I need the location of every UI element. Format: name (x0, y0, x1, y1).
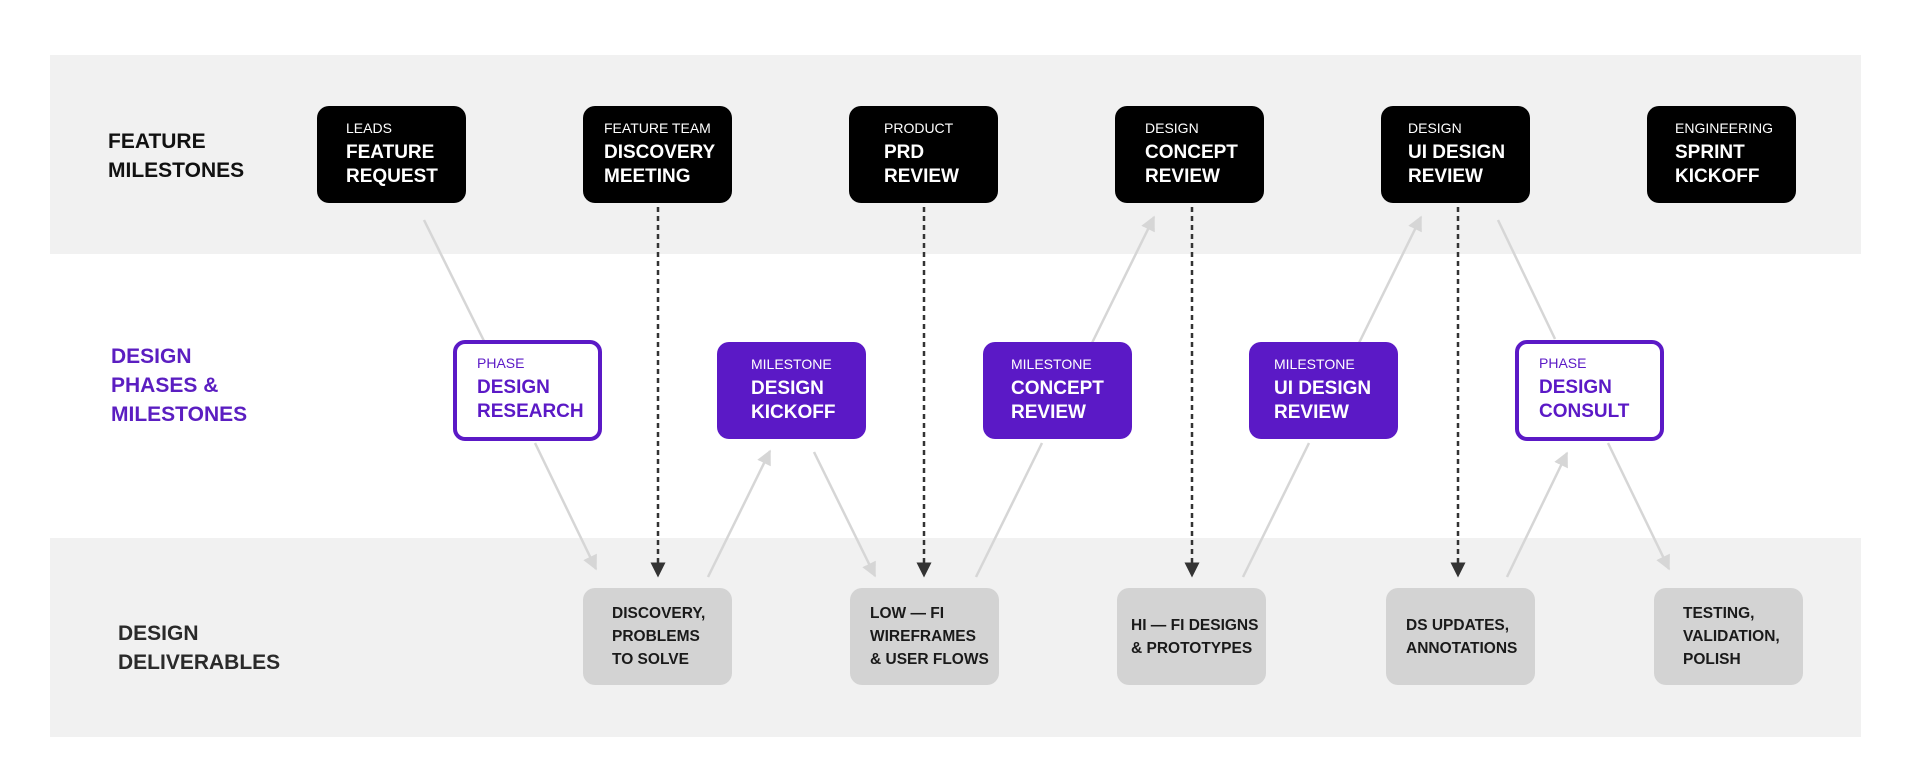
milestone-title: CONCEPT REVIEW (1145, 142, 1238, 187)
phase-kind: PHASE (477, 355, 525, 371)
deliverable-hifi-designs[interactable]: HI — FI DESIGNS & PROTOTYPES (1117, 588, 1266, 685)
milestone-owner: DESIGN (1145, 120, 1199, 136)
milestone-title: DESIGN KICKOFF (751, 378, 836, 423)
milestone-owner: FEATURE TEAM (604, 120, 711, 136)
milestone-feature-request[interactable]: LEADS FEATURE REQUEST (317, 106, 466, 203)
milestone-title: FEATURE REQUEST (346, 142, 438, 187)
milestone-title: PRD REVIEW (884, 142, 959, 187)
milestone-title: CONCEPT REVIEW (1011, 378, 1104, 423)
phase-kind: PHASE (1539, 355, 1587, 371)
deliverable-discovery[interactable]: DISCOVERY, PROBLEMS TO SOLVE (583, 588, 732, 685)
milestone-title: DISCOVERY MEETING (604, 142, 716, 187)
deliverable-text: DS UPDATES, ANNOTATIONS (1406, 616, 1518, 657)
deliverable-ds-updates[interactable]: DS UPDATES, ANNOTATIONS (1386, 588, 1535, 685)
milestone-design-ui-review[interactable]: MILESTONE UI DESIGN REVIEW (1249, 342, 1398, 439)
milestone-prd-review[interactable]: PRODUCT PRD REVIEW (849, 106, 998, 203)
milestone-kind: MILESTONE (1011, 356, 1092, 372)
deliverable-text: LOW — FI WIREFRAMES & USER FLOWS (870, 605, 989, 668)
milestone-owner: PRODUCT (884, 120, 954, 136)
milestone-concept-review[interactable]: DESIGN CONCEPT REVIEW (1115, 106, 1264, 203)
milestone-design-concept-review[interactable]: MILESTONE CONCEPT REVIEW (983, 342, 1132, 439)
milestone-kind: MILESTONE (1274, 356, 1355, 372)
phase-title: DESIGN RESEARCH (477, 377, 584, 422)
phase-title: DESIGN CONSULT (1539, 377, 1630, 422)
deliverable-testing[interactable]: TESTING, VALIDATION, POLISH (1654, 588, 1803, 685)
row-label-feature-milestones: FEATURE MILESTONES (108, 130, 245, 182)
row-label-design-deliverables: DESIGN DELIVERABLES (118, 622, 281, 674)
milestone-title: SPRINT KICKOFF (1675, 142, 1760, 187)
milestone-owner: LEADS (346, 120, 392, 136)
milestone-owner: DESIGN (1408, 120, 1462, 136)
row-label-design-phases: DESIGN PHASES & MILESTONES (111, 345, 248, 426)
deliverable-text: HI — FI DESIGNS & PROTOTYPES (1131, 616, 1259, 657)
milestone-sprint-kickoff[interactable]: ENGINEERING SPRINT KICKOFF (1647, 106, 1796, 203)
milestone-title: UI DESIGN REVIEW (1274, 378, 1372, 423)
deliverable-wireframes[interactable]: LOW — FI WIREFRAMES & USER FLOWS (850, 588, 999, 685)
milestone-discovery-meeting[interactable]: FEATURE TEAM DISCOVERY MEETING (583, 106, 732, 203)
milestone-title: UI DESIGN REVIEW (1408, 142, 1506, 187)
milestone-design-kickoff[interactable]: MILESTONE DESIGN KICKOFF (717, 342, 866, 439)
deliverable-text: DISCOVERY, PROBLEMS TO SOLVE (612, 605, 706, 668)
milestone-owner: ENGINEERING (1675, 120, 1774, 136)
milestone-ui-design-review[interactable]: DESIGN UI DESIGN REVIEW (1381, 106, 1530, 203)
phase-design-research[interactable]: PHASE DESIGN RESEARCH (453, 340, 602, 441)
milestone-kind: MILESTONE (751, 356, 832, 372)
deliverable-text: TESTING, VALIDATION, POLISH (1683, 605, 1780, 668)
phase-design-consult[interactable]: PHASE DESIGN CONSULT (1515, 340, 1664, 441)
